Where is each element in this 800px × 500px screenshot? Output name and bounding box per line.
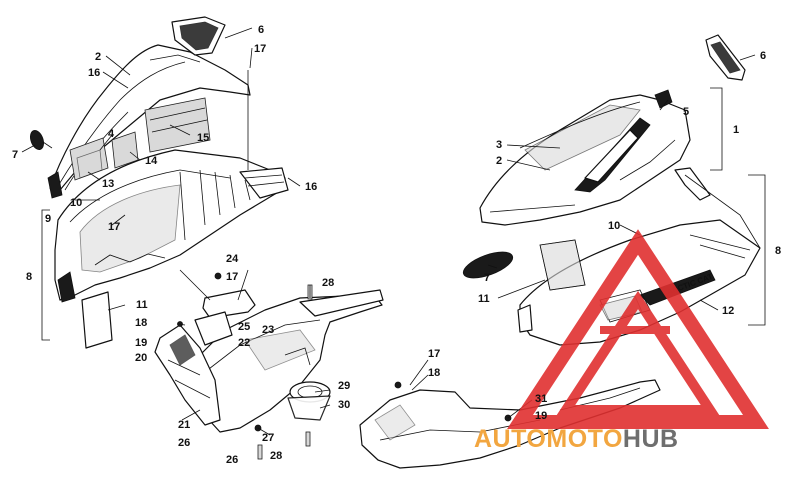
callout: 5 — [683, 106, 689, 118]
center-bracket-24 — [202, 289, 256, 319]
callout: 31 — [535, 393, 547, 405]
callout: 18 — [135, 317, 147, 329]
bracket-8-left — [41, 209, 50, 341]
callout: 3 — [496, 139, 502, 151]
callout: 17 — [254, 43, 266, 55]
right-decal-11 — [539, 239, 586, 291]
callout: 4 — [108, 128, 115, 140]
callout: 8 — [26, 271, 32, 283]
bracket-1-right — [710, 87, 723, 171]
center-leader-lines — [179, 269, 249, 301]
watermark-triangle-logo — [507, 229, 769, 429]
callout: 26 — [226, 454, 238, 466]
watermark-auto: AUTO — [474, 425, 546, 453]
callout: 29 — [338, 380, 350, 392]
callout: 17 — [108, 221, 120, 233]
callout: 19 — [135, 337, 147, 349]
left-lower-cowl — [54, 149, 289, 303]
callout: 15 — [197, 132, 209, 144]
callout: 17 — [428, 348, 440, 360]
right-hood-ornament-5 — [654, 89, 673, 109]
callout: 6 — [258, 24, 264, 36]
callout: 30 — [338, 399, 350, 411]
callout: 12 — [722, 305, 734, 317]
callout: 17 — [226, 271, 238, 283]
right-hood-vent-6 — [705, 34, 746, 81]
left-hood-panel — [47, 44, 251, 199]
center-ring-29 — [287, 381, 331, 421]
callout: 27 — [262, 432, 274, 444]
left-decal-11 — [81, 291, 113, 349]
callout: 6 — [760, 50, 766, 62]
callout: 24 — [226, 253, 239, 265]
left-hood-windows — [69, 97, 211, 181]
right-belly-pan — [359, 379, 661, 469]
callout: 22 — [238, 337, 250, 349]
callout: 11 — [136, 299, 148, 311]
callout: 1 — [733, 124, 739, 136]
callout: 18 — [428, 367, 440, 379]
callout: 26 — [178, 437, 190, 449]
callout: 16 — [305, 181, 317, 193]
callout: 10 — [608, 220, 620, 232]
svg-text:AUTOMOTOHUB: AUTOMOTOHUB — [474, 425, 679, 453]
callout: 14 — [145, 155, 158, 167]
watermark-text: AUTOMOTOHUB — [474, 425, 679, 453]
bracket-8-right — [748, 174, 766, 326]
center-belly-pan — [194, 289, 384, 433]
callout: 2 — [496, 155, 502, 167]
leader-lines — [21, 27, 756, 436]
callout: 13 — [102, 178, 114, 190]
left-hood-vent-grille — [171, 16, 226, 56]
callout: 7 — [484, 272, 490, 284]
center-bracket-25 — [194, 311, 233, 346]
callout: 10 — [70, 197, 82, 209]
callout: 11 — [478, 293, 490, 305]
right-lower-cowl — [517, 167, 761, 346]
callout: 20 — [135, 352, 147, 364]
callout: 16 — [88, 67, 100, 79]
callout: 9 — [45, 213, 51, 225]
callout: 28 — [322, 277, 334, 289]
center-duct-20 — [154, 324, 221, 426]
callout: 23 — [262, 324, 274, 336]
watermark-moto: MOTO — [546, 425, 623, 453]
callout: 7 — [12, 149, 18, 161]
callout: 21 — [178, 419, 190, 431]
right-hood-panel — [479, 94, 691, 226]
callout: 2 — [95, 51, 101, 63]
callout: 25 — [238, 321, 250, 333]
callout: 8 — [775, 245, 781, 257]
callout: 19 — [535, 410, 547, 422]
left-side-mirror-part — [30, 129, 53, 151]
callout: 28 — [270, 450, 282, 462]
watermark-hub: HUB — [623, 425, 679, 453]
callout-labels: 1 2 2 3 4 5 6 6 7 7 8 8 9 10 10 11 11 12… — [12, 24, 781, 466]
